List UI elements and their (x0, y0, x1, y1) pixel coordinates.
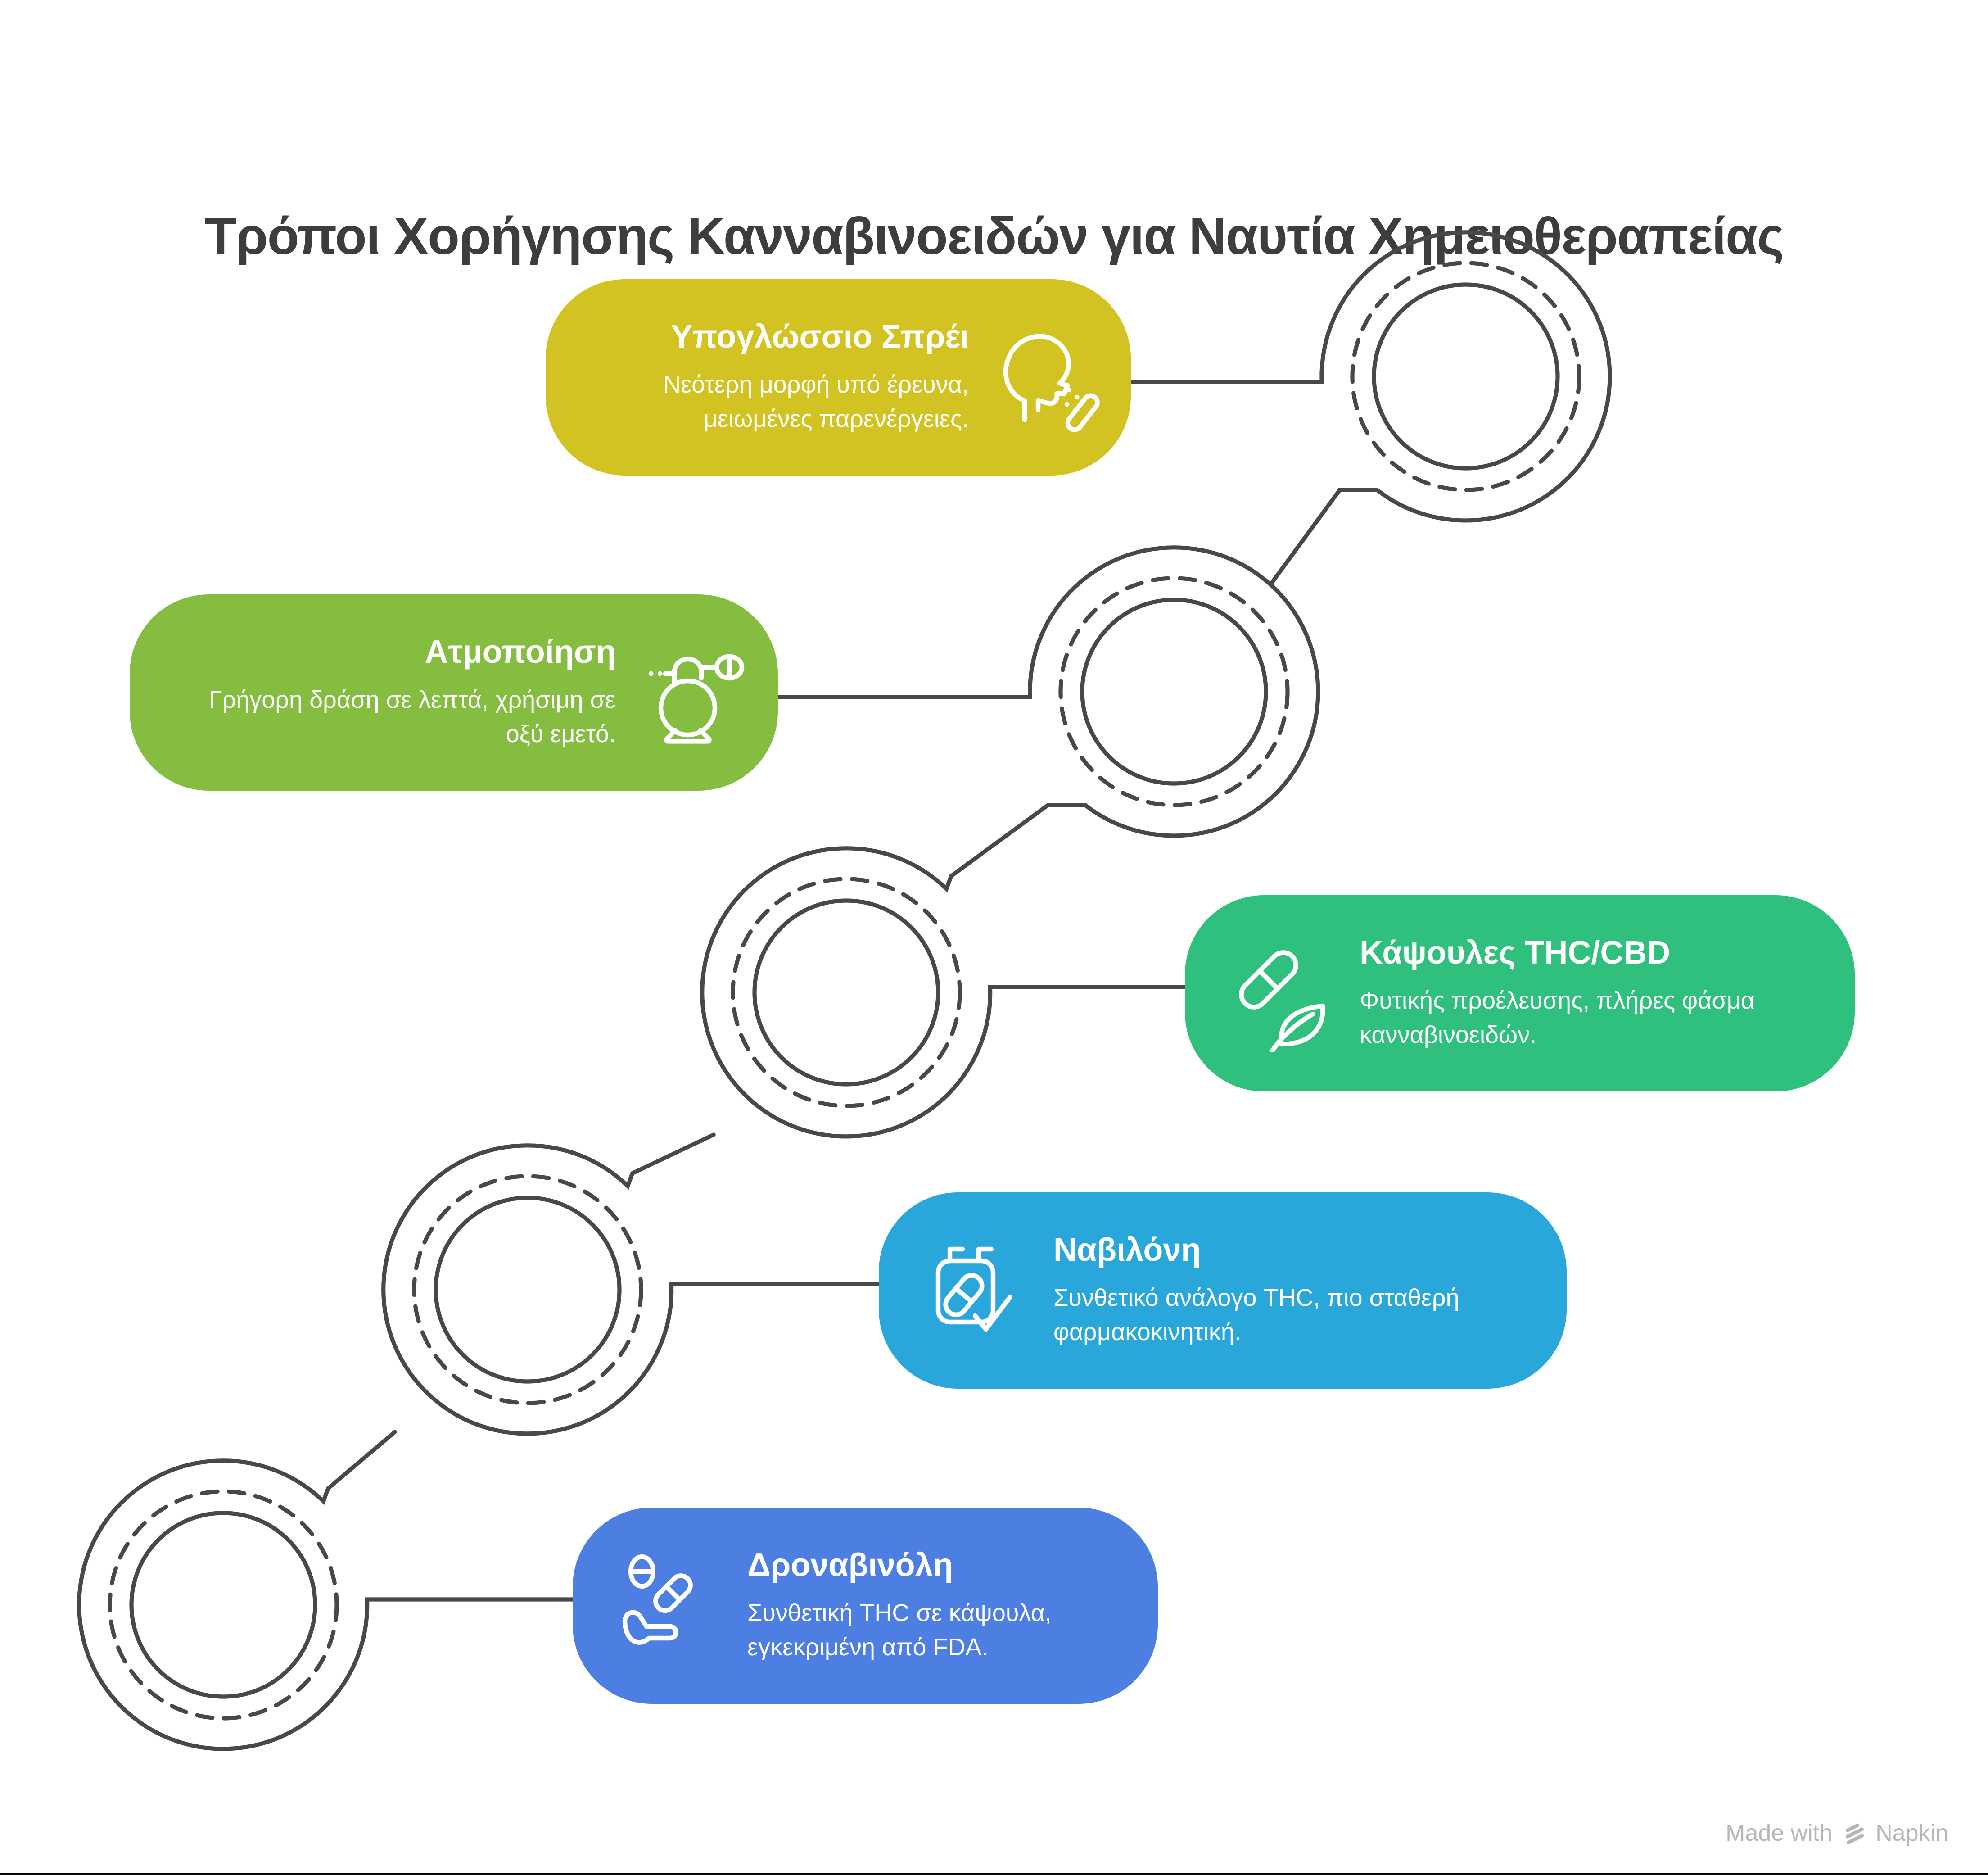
card-sublingual-spray: Υπογλώσσιο Σπρέι Νεότερη μορφή υπό έρευν… (546, 279, 1131, 476)
node3-inner-circle (752, 898, 940, 1087)
made-with-napkin-credit: Made with Napkin (1726, 1819, 1948, 1846)
card-vaporization: Ατμοποίηση Γρήγορη δράση σε λεπτά, χρήσι… (130, 594, 778, 791)
node3-dashed-ring (731, 877, 962, 1108)
card-dronabinol-description: Συνθετική THC σε κάψουλα, εγκεκριμένη απ… (747, 1599, 1052, 1662)
card-thc-cbd-capsules: Κάψουλες THC/CBD Φυτικής προέλευσης, πλή… (1185, 895, 1855, 1091)
card-thc-cbd-capsules-description: Φυτικής προέλευσης, πλήρες φάσμα κανναβι… (1360, 987, 1755, 1049)
sublingual-spray-icon (987, 320, 1102, 435)
connector-card1-node1 (1129, 230, 1612, 587)
node5-dashed-ring (108, 1489, 339, 1721)
node2-dashed-ring (1058, 576, 1290, 807)
node2-inner-circle (1080, 598, 1268, 786)
clipboard-pill-check-icon (915, 1233, 1030, 1348)
node1-inner-circle (1372, 282, 1560, 471)
page-title: Τρόποι Χορήγησης Κανναβινοειδών για Ναυτ… (204, 209, 1784, 267)
connector-node4-card4 (381, 1143, 881, 1436)
connector-node3-node4 (630, 1132, 716, 1176)
card-vaporization-title: Ατμοποίηση (425, 633, 616, 669)
card-thc-cbd-capsules-title: Κάψουλες THC/CBD (1360, 934, 1671, 970)
connector-node3-card3 (700, 846, 1187, 1139)
card-vaporization-description: Γρήγορη δράση σε λεπτά, χρήσιμη σε οξύ ε… (208, 686, 616, 748)
node5-inner-circle (129, 1511, 317, 1699)
card-nabilone-title: Ναβιλόνη (1053, 1231, 1201, 1267)
capsule-leaf-icon (1221, 936, 1336, 1051)
connector-card2-node2 (776, 545, 1320, 879)
connector-node4-node5 (326, 1430, 397, 1491)
card-nabilone-description: Συνθετικό ανάλογο THC, πιο σταθερή φαρμα… (1053, 1284, 1459, 1346)
napkin-logo-icon (1845, 1822, 1863, 1843)
made-with-label: Made with (1726, 1819, 1833, 1846)
node4-inner-circle (434, 1196, 622, 1384)
napkin-brand-label: Napkin (1875, 1819, 1948, 1846)
node1-dashed-ring (1350, 261, 1581, 492)
card-sublingual-spray-description: Νεότερη μορφή υπό έρευνα, μειωμένες παρε… (663, 371, 969, 433)
card-nabilone: Ναβιλόνη Συνθετικό ανάλογο THC, πιο σταθ… (879, 1192, 1567, 1389)
screenshot-bottom-edge (0, 1873, 1988, 1875)
node4-dashed-ring (412, 1174, 643, 1405)
vaporizer-icon (634, 635, 749, 750)
card-sublingual-spray-title: Υπογλώσσιο Σπρέι (671, 318, 969, 354)
card-dronabinol-title: Δροναβινόλη (747, 1546, 953, 1582)
hand-pills-icon (609, 1548, 724, 1663)
card-dronabinol: Δροναβινόλη Συνθετική THC σε κάψουλα, εγ… (573, 1508, 1158, 1704)
connector-node5-card5 (77, 1458, 575, 1751)
